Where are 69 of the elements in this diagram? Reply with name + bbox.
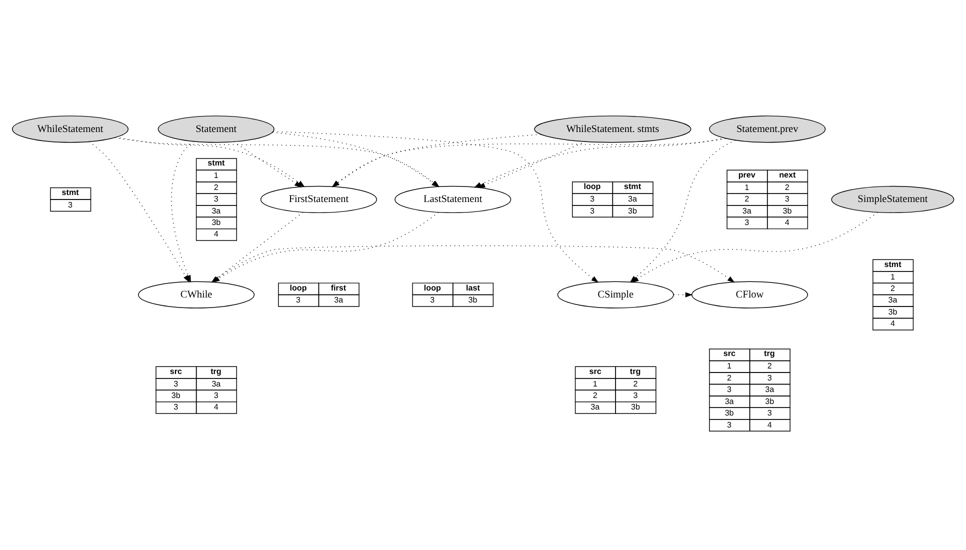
node-label: 3	[174, 379, 178, 388]
node-label: 3a	[590, 402, 600, 412]
node-label: 1	[744, 182, 750, 192]
node-label: 3	[430, 296, 435, 305]
node-label: 1	[890, 272, 895, 282]
node-label: 2	[592, 391, 598, 400]
node-label: 3b	[212, 218, 221, 228]
node-label: prev	[738, 170, 756, 180]
node-label: 1	[592, 379, 598, 388]
node-label: 3a	[212, 206, 221, 216]
node-label: 3b	[888, 307, 898, 316]
node-label: 3	[633, 391, 638, 400]
node-label: 3a	[742, 206, 752, 216]
node-label: 3	[744, 218, 750, 228]
node-label: 3	[214, 194, 218, 204]
node-label: stmt	[624, 182, 642, 192]
node-label: 3	[296, 296, 300, 305]
node-label: 3b	[765, 396, 774, 406]
node-label: 2	[633, 379, 638, 388]
node-label: 3a	[724, 396, 734, 406]
node-label: 2	[890, 284, 895, 293]
node-label: 1	[214, 171, 218, 180]
node-label: 4	[214, 230, 218, 239]
node-label: src	[723, 349, 736, 358]
node-label: 2	[767, 362, 772, 371]
node-label: trg	[210, 366, 222, 376]
node-label: 3	[590, 206, 594, 216]
node-label: 3	[767, 408, 772, 418]
node-label: 3	[590, 194, 594, 204]
node-label: 3b	[724, 408, 734, 418]
node-label: 2	[214, 182, 218, 192]
node-label: 3a	[628, 194, 638, 204]
node-label: 1	[727, 362, 732, 371]
node-label: 2	[727, 373, 732, 382]
node-label: stmt	[208, 158, 225, 168]
node-label: 3a	[765, 385, 774, 394]
node-label: 3b	[782, 206, 792, 216]
node-label: next	[779, 170, 796, 180]
node-label: 3b	[171, 391, 180, 400]
node-label: loop	[584, 182, 601, 192]
node-label: 4	[767, 420, 772, 430]
node-label: 3b	[628, 206, 638, 216]
node-label: 4	[890, 319, 895, 328]
node-label: 3a	[212, 379, 221, 388]
node-label: last	[466, 283, 480, 292]
node-label: stmt	[62, 188, 79, 197]
node-label: 2	[784, 182, 790, 192]
node-label: 3b	[468, 296, 478, 305]
node-label: trg	[764, 349, 775, 358]
node-label: 3	[214, 391, 218, 400]
node-label: 3	[68, 200, 73, 210]
node-label: 3	[784, 194, 790, 204]
node-label: 4	[214, 402, 218, 412]
node-label: 3b	[631, 402, 640, 412]
node-label: 3	[727, 420, 732, 430]
node-label: trg	[630, 366, 641, 376]
node-label: stmt	[884, 260, 902, 269]
node-label: 3a	[888, 296, 898, 305]
node-label: first	[330, 283, 346, 292]
node-label: 3	[174, 402, 178, 412]
node-label: src	[170, 366, 182, 376]
node-label: src	[589, 366, 602, 376]
node-label: 3	[767, 373, 772, 382]
node-label: 2	[744, 194, 750, 204]
node-label: 4	[784, 218, 790, 228]
node-label: 3a	[334, 296, 344, 305]
node-label: loop	[424, 283, 441, 292]
node-label: 3	[727, 385, 732, 394]
node-label: loop	[290, 283, 307, 292]
